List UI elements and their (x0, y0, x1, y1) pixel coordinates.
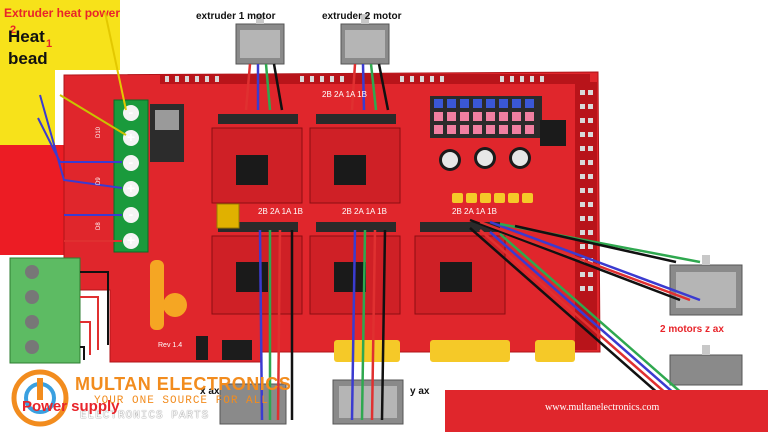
terminal-1-sign: - (128, 104, 134, 120)
power-supply-label: Power supply (22, 398, 120, 415)
extruder-1-number: 1 (46, 38, 53, 50)
website-banner: www.multanelectronics.com (445, 390, 768, 432)
motor-z-1 (669, 255, 743, 316)
d9-label: D9 (96, 177, 102, 185)
motor-extruder-1 (235, 14, 285, 65)
heat-bed-box: Heat bead (0, 27, 64, 255)
motor-extruder-2 (340, 14, 390, 65)
motor-z-2 (669, 345, 743, 386)
brand-tagline-2: ELECTRONICS PARTS (80, 410, 210, 422)
terminal-5-sign: - (128, 206, 134, 222)
power-wires (37, 11, 127, 360)
brand-logo-icon (11, 369, 69, 427)
d8-label: D8 (96, 222, 102, 230)
brand-watermark: MULTAN ELECTRONICS YOUR ONE SOURCE FOR A… (10, 368, 310, 432)
heat-bed-label: Heat bead (8, 27, 48, 68)
driver-pin-label-x: 2B 2A 1A 1B (258, 207, 303, 216)
terminal-4-sign: + (126, 180, 136, 196)
driver-pin-label-z: 2B 2A 1A 1B (452, 207, 497, 216)
terminal-6-sign: + (126, 232, 136, 248)
motor-x (219, 383, 287, 425)
extruder-2-number: 2 (10, 24, 17, 36)
x-axis-label: x ax (200, 386, 220, 397)
extruder-1-motor-label: extruder 1 motor (196, 11, 276, 22)
brand-name: MULTAN ELECTRONICS (75, 374, 292, 394)
driver-pin-label-e1: 2B 2A 1A 1B (322, 90, 367, 99)
website-url[interactable]: www.multanelectronics.com (545, 402, 660, 413)
terminal-3-sign: - (128, 154, 134, 170)
y-axis-label: y ax (410, 386, 430, 397)
power-supply-terminal (9, 257, 81, 364)
extruder-heat-power-box: Extruder heat power 1 (0, 0, 120, 70)
d10-label: D10 (96, 126, 102, 138)
terminal-2-sign: + (126, 129, 136, 145)
motor-y (332, 379, 404, 425)
power-terminal-block (113, 99, 149, 253)
motor-wires (244, 63, 701, 421)
board-rev-label: Rev 1.4 (158, 342, 182, 349)
brand-tagline-1: YOUR ONE SOURCE FOR ALL (94, 395, 269, 407)
capacitors (439, 120, 566, 171)
extruder-2-motor-label: extruder 2 motor (322, 11, 402, 22)
driver-pin-label-y: 2B 2A 1A 1B (342, 207, 387, 216)
z-motors-label: 2 motors z ax (660, 324, 724, 335)
extruder-heat-power-label: Extruder heat power (4, 6, 121, 20)
